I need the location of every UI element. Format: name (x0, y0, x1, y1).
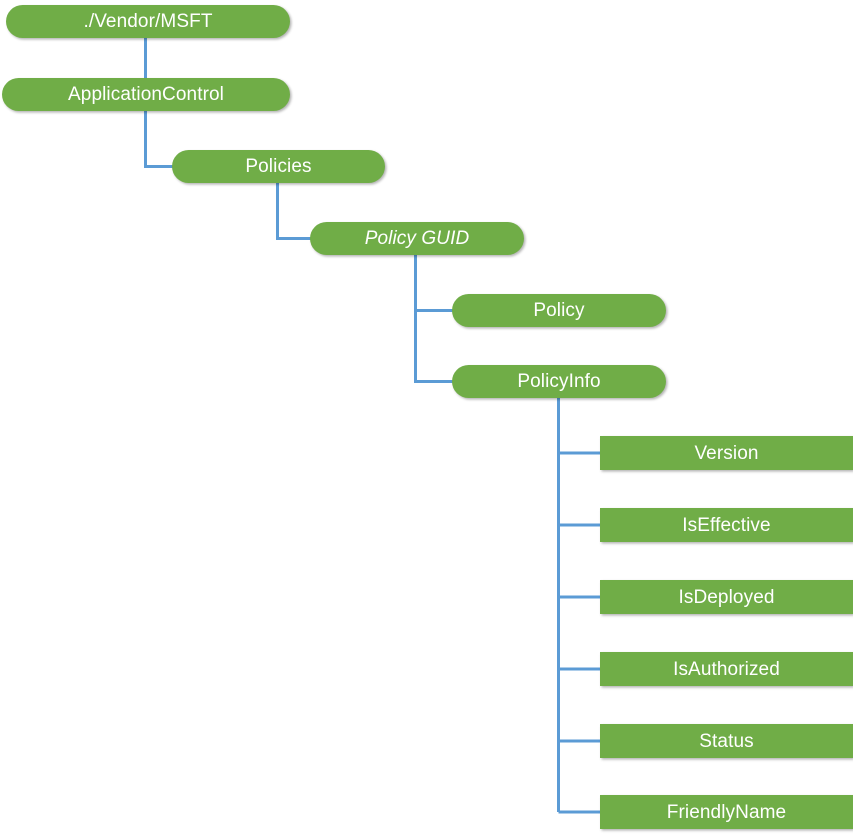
node-policy[interactable]: Policy (452, 294, 666, 327)
node-label-vendor-msft: ./Vendor/MSFT (83, 11, 213, 32)
edge-policies-to-policyguid (276, 183, 312, 240)
node-label-version: Version (694, 442, 759, 464)
node-policy-guid[interactable]: Policy GUID (310, 222, 524, 255)
node-is-effective[interactable]: IsEffective (600, 508, 853, 542)
node-policy-info[interactable]: PolicyInfo (452, 365, 666, 398)
edge-policyguid-to-policy (414, 255, 454, 312)
node-vendor-msft[interactable]: ./Vendor/MSFT (6, 5, 290, 38)
edge-applicationcontrol-to-policies (144, 111, 174, 168)
node-label-policy: Policy (533, 300, 585, 321)
node-label-policies: Policies (245, 156, 312, 177)
node-label-is-deployed: IsDeployed (678, 586, 775, 608)
node-label-is-effective: IsEffective (682, 514, 771, 536)
edge-policyguid-to-policyinfo (414, 255, 454, 383)
node-policies[interactable]: Policies (172, 150, 385, 183)
node-is-deployed[interactable]: IsDeployed (600, 580, 853, 614)
node-label-application-control: ApplicationControl (68, 84, 224, 105)
node-label-policy-info: PolicyInfo (517, 371, 601, 392)
node-status[interactable]: Status (600, 724, 853, 758)
node-label-friendly-name: FriendlyName (666, 801, 787, 823)
node-version[interactable]: Version (600, 436, 853, 470)
node-label-policy-guid: Policy GUID (364, 228, 470, 249)
node-label-status: Status (699, 730, 754, 752)
node-is-authorized[interactable]: IsAuthorized (600, 652, 853, 686)
node-friendly-name[interactable]: FriendlyName (600, 795, 853, 829)
node-label-is-authorized: IsAuthorized (673, 658, 780, 680)
node-application-control[interactable]: ApplicationControl (2, 78, 290, 111)
